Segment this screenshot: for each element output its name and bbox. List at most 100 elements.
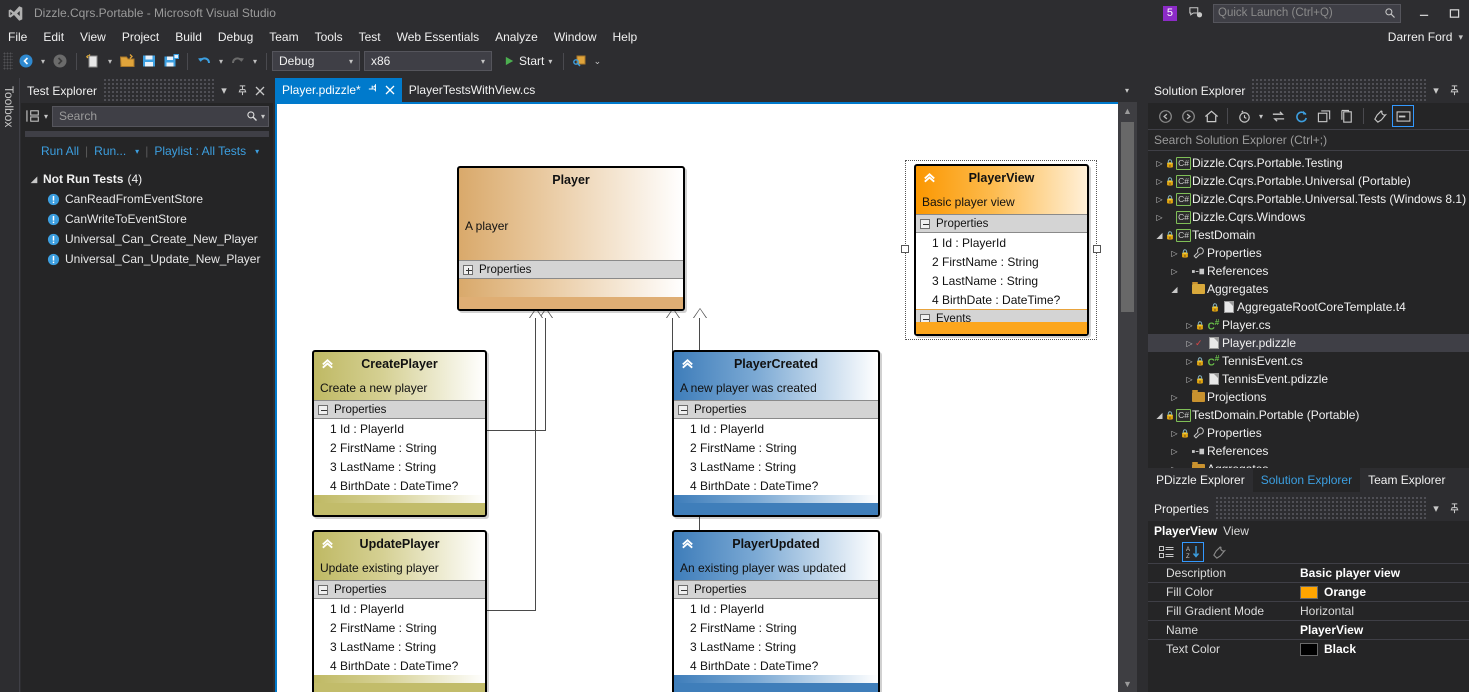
member-row[interactable]: 2 FirstName : String: [674, 438, 878, 457]
solution-tree-item[interactable]: 🔒AggregateRootCoreTemplate.t4: [1148, 298, 1469, 316]
property-pages-icon[interactable]: [1208, 542, 1230, 562]
collapsed-triangle-icon[interactable]: ▷: [1186, 356, 1193, 366]
close-icon[interactable]: [251, 80, 269, 102]
tab-team-explorer[interactable]: Team Explorer: [1368, 473, 1446, 487]
run-dropdown-icon[interactable]: ▾: [135, 146, 140, 156]
member-row[interactable]: 1 Id : PlayerId: [314, 419, 485, 438]
redo-dropdown[interactable]: ▾: [252, 56, 257, 66]
solution-tree-item[interactable]: ◢🔒C#TestDomain.Portable (Portable): [1148, 406, 1469, 424]
collapse-minus-icon[interactable]: [920, 218, 930, 229]
new-item-dropdown[interactable]: ▾: [107, 56, 112, 66]
member-row[interactable]: 3 LastName : String: [916, 271, 1087, 290]
solution-explorer-search-input[interactable]: Search Solution Explorer (Ctrl+;): [1148, 129, 1469, 151]
solution-tree-item[interactable]: ◢🔒C#TestDomain: [1148, 226, 1469, 244]
collapsed-triangle-icon[interactable]: ▷: [1156, 212, 1163, 222]
attach-to-process-icon[interactable]: [569, 50, 591, 72]
compartment-header-properties[interactable]: Properties: [314, 580, 485, 599]
chevron-down-icon[interactable]: ▾: [548, 56, 553, 66]
diagram-shape-createplayer[interactable]: CreatePlayer Create a new player Propert…: [312, 350, 487, 517]
minimize-button[interactable]: [1409, 0, 1439, 26]
solution-tree-item[interactable]: ▷C#Dizzle.Cqrs.Windows: [1148, 208, 1469, 226]
menu-file[interactable]: File: [8, 30, 28, 44]
tab-pdizzle-explorer[interactable]: PDizzle Explorer: [1156, 473, 1245, 487]
scroll-up-icon[interactable]: ▲: [1123, 105, 1132, 116]
collapsed-triangle-icon[interactable]: ▷: [1156, 176, 1163, 186]
collapse-chevron-icon[interactable]: [922, 170, 937, 188]
menu-tools[interactable]: Tools: [314, 30, 343, 44]
solution-tree-item-selected[interactable]: ▷✓Player.pdizzle: [1148, 334, 1469, 352]
collapsed-triangle-icon[interactable]: ▷: [1156, 194, 1163, 204]
menu-debug[interactable]: Debug: [217, 30, 254, 44]
undo-dropdown[interactable]: ▾: [218, 56, 223, 66]
diagram-canvas[interactable]: Player A player Properties: [277, 104, 1135, 692]
collapsed-triangle-icon[interactable]: ▷: [1171, 446, 1178, 456]
expanded-triangle-icon[interactable]: ◢: [1171, 284, 1178, 294]
property-value[interactable]: Basic player view: [1298, 566, 1469, 580]
scrollbar-thumb[interactable]: [1121, 122, 1134, 312]
run-button[interactable]: Run...: [94, 144, 127, 158]
collapse-minus-icon[interactable]: [318, 404, 328, 415]
collapsed-triangle-icon[interactable]: ▷: [1156, 158, 1163, 168]
member-row[interactable]: 1 Id : PlayerId: [674, 599, 878, 618]
toolbar-grip[interactable]: [3, 52, 13, 70]
collapse-chevron-icon[interactable]: [320, 536, 335, 554]
group-by-icon[interactable]: ▾: [25, 106, 49, 126]
selection-handle-right[interactable]: [1093, 245, 1101, 253]
user-account[interactable]: Darren Ford ▾: [1388, 26, 1463, 48]
solution-tree-item[interactable]: ▷🔒C#Player.cs: [1148, 316, 1469, 334]
member-row[interactable]: 1 Id : PlayerId: [674, 419, 878, 438]
member-row[interactable]: 2 FirstName : String: [916, 252, 1087, 271]
solution-tree-item[interactable]: ▷🔒C#TennisEvent.cs: [1148, 352, 1469, 370]
test-list-item[interactable]: CanWriteToEventStore: [21, 209, 273, 229]
menu-build[interactable]: Build: [175, 30, 202, 44]
solution-tree-item[interactable]: ▷References: [1148, 442, 1469, 460]
menu-web-essentials[interactable]: Web Essentials: [396, 30, 480, 44]
pin-icon[interactable]: [368, 82, 378, 97]
member-row[interactable]: 3 LastName : String: [314, 457, 485, 476]
member-row[interactable]: 1 Id : PlayerId: [314, 599, 485, 618]
undo-icon[interactable]: [193, 50, 215, 72]
pin-icon[interactable]: [233, 80, 251, 102]
menu-help[interactable]: Help: [612, 30, 638, 44]
maximize-button[interactable]: [1439, 0, 1469, 26]
diagram-shape-updateplayer[interactable]: UpdatePlayer Update existing player Prop…: [312, 530, 487, 692]
categorized-icon[interactable]: [1156, 542, 1178, 562]
solution-tree-item[interactable]: ▷🔒Properties: [1148, 244, 1469, 262]
refresh-icon[interactable]: [1290, 105, 1312, 127]
pending-changes-icon[interactable]: [1233, 105, 1255, 127]
member-row[interactable]: 4 BirthDate : DateTime?: [674, 476, 878, 495]
expanded-triangle-icon[interactable]: ◢: [1156, 230, 1163, 240]
collapsed-triangle-icon[interactable]: ▷: [1171, 392, 1178, 402]
solution-tree-item[interactable]: ▷References: [1148, 262, 1469, 280]
solution-tree-item[interactable]: ▷Projections: [1148, 388, 1469, 406]
property-value[interactable]: PlayerView: [1298, 623, 1469, 637]
redo-icon[interactable]: [227, 50, 249, 72]
compartment-header-properties[interactable]: Properties: [674, 580, 878, 599]
show-all-files-icon[interactable]: [1336, 105, 1358, 127]
tab-player-pdizzle[interactable]: Player.pdizzle*: [275, 78, 402, 102]
chevron-down-icon[interactable]: ▾: [221, 85, 227, 97]
collapsed-triangle-icon[interactable]: ▷: [1169, 465, 1180, 469]
member-row[interactable]: 4 BirthDate : DateTime?: [916, 290, 1087, 309]
expand-plus-icon[interactable]: [463, 264, 473, 275]
collapse-chevron-icon[interactable]: [320, 356, 335, 374]
start-debug-button[interactable]: Start ▾: [498, 54, 558, 68]
solution-tree-item[interactable]: ▷🔒Properties: [1148, 424, 1469, 442]
member-row[interactable]: 2 FirstName : String: [314, 438, 485, 457]
menu-edit[interactable]: Edit: [43, 30, 65, 44]
diagram-vertical-scrollbar[interactable]: ▲ ▼: [1118, 102, 1137, 692]
menu-view[interactable]: View: [80, 30, 106, 44]
compartment-header-properties[interactable]: Properties: [674, 400, 878, 419]
home-icon[interactable]: [1200, 105, 1222, 127]
save-icon[interactable]: [138, 50, 160, 72]
scroll-down-icon[interactable]: ▼: [1123, 678, 1132, 689]
test-group-not-run[interactable]: ◢ Not Run Tests (4): [21, 169, 273, 189]
search-icon[interactable]: [243, 110, 261, 122]
collapse-minus-icon[interactable]: [678, 584, 688, 595]
open-file-icon[interactable]: [116, 50, 138, 72]
property-value[interactable]: Horizontal: [1298, 604, 1469, 618]
tab-player-tests-with-view[interactable]: PlayerTestsWithView.cs: [402, 78, 543, 102]
